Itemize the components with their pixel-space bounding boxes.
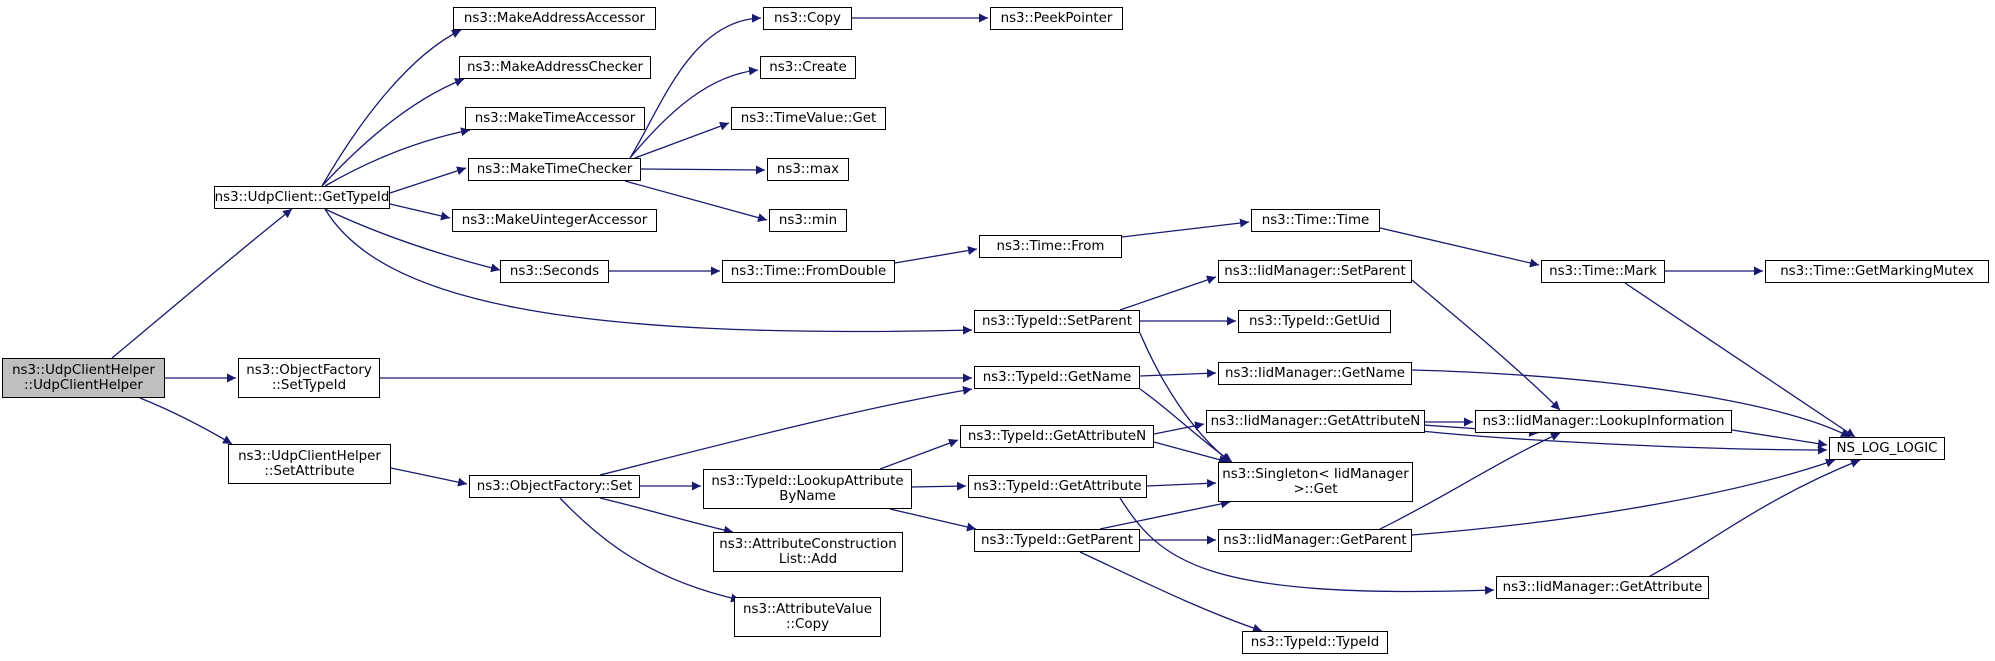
- call-edge: [324, 208, 973, 335]
- node-timevalue-get[interactable]: ns3::TimeValue::Get: [731, 107, 886, 130]
- node-udpclient-gettypeid[interactable]: ns3::UdpClient::GetTypeId: [214, 186, 390, 209]
- node-typeid-setparent[interactable]: ns3::TypeId::SetParent: [974, 310, 1140, 333]
- node-iidmanager-getattributen[interactable]: ns3::IidManager::GetAttributeN: [1206, 410, 1425, 433]
- node-maketimeaccessor[interactable]: ns3::MakeTimeAccessor: [465, 107, 645, 130]
- node-typeid-lookupattributebyname[interactable]: ns3::TypeId::LookupAttribute ByName: [703, 469, 912, 509]
- node-create[interactable]: ns3::Create: [760, 56, 856, 79]
- call-edge: [1731, 429, 1828, 449]
- node-attributeconstructionlist-add[interactable]: ns3::AttributeConstruction List::Add: [713, 532, 903, 572]
- call-edge: [640, 165, 766, 175]
- call-edge: [629, 13, 762, 159]
- call-edge: [390, 467, 468, 487]
- call-edge: [894, 246, 978, 264]
- call-edge: [111, 208, 293, 359]
- node-typeid-getattribute[interactable]: ns3::TypeId::GetAttribute: [968, 475, 1147, 498]
- node-makeuintegeraccessor[interactable]: ns3::MakeUintegerAccessor: [452, 209, 657, 232]
- call-edge: [629, 66, 759, 159]
- node-iidmanager-getattribute[interactable]: ns3::IidManager::GetAttribute: [1496, 576, 1709, 599]
- call-edge: [1119, 275, 1217, 311]
- call-edge: [324, 208, 501, 273]
- node-iidmanager-getname[interactable]: ns3::IidManager::GetName: [1218, 362, 1412, 385]
- call-edge: [634, 121, 730, 159]
- call-edge: [599, 497, 734, 535]
- call-edge: [324, 127, 471, 187]
- node-max[interactable]: ns3::max: [767, 158, 849, 181]
- node-min[interactable]: ns3::min: [769, 209, 847, 232]
- node-iidmanager-getparent[interactable]: ns3::IidManager::GetParent: [1218, 529, 1412, 552]
- node-singleton-iidmanager-get[interactable]: ns3::Singleton< IidManager >::Get: [1218, 462, 1413, 502]
- call-edge: [1153, 421, 1205, 435]
- node-typeid-getuid[interactable]: ns3::TypeId::GetUid: [1238, 310, 1391, 333]
- node-time-time[interactable]: ns3::Time::Time: [1251, 209, 1380, 232]
- call-edge: [321, 78, 465, 187]
- call-edge: [1411, 369, 1851, 438]
- node-time-from[interactable]: ns3::Time::From: [979, 235, 1122, 258]
- node-typeid-getname[interactable]: ns3::TypeId::GetName: [974, 366, 1140, 389]
- node-typeid-getattributen[interactable]: ns3::TypeId::GetAttributeN: [960, 425, 1154, 448]
- call-edge: [1411, 458, 1836, 536]
- node-time-getmarkingmutex[interactable]: ns3::Time::GetMarkingMutex: [1765, 260, 1989, 283]
- node-objectfactory-set[interactable]: ns3::ObjectFactory::Set: [469, 475, 640, 498]
- call-edge: [389, 166, 467, 194]
- call-edge: [1153, 441, 1229, 464]
- call-edge: [1411, 429, 1828, 455]
- node-udpclienthelper-constructor: ns3::UdpClientHelper ::UdpClientHelper: [2, 358, 165, 398]
- node-iidmanager-lookupinformation[interactable]: ns3::IidManager::LookupInformation: [1475, 410, 1732, 433]
- call-edge: [599, 386, 973, 476]
- call-edge: [1379, 432, 1561, 530]
- call-edge: [1119, 497, 1495, 595]
- call-edge: [624, 180, 768, 222]
- call-edge: [1079, 551, 1263, 633]
- call-edge: [889, 508, 977, 532]
- node-udpclienthelper-setattribute[interactable]: ns3::UdpClientHelper ::SetAttribute: [228, 444, 391, 484]
- call-edge: [879, 438, 959, 470]
- node-time-fromdouble[interactable]: ns3::Time::FromDouble: [722, 260, 895, 283]
- call-edge: [559, 497, 741, 603]
- node-objectfactory-settypeid[interactable]: ns3::ObjectFactory ::SetTypeId: [238, 358, 380, 398]
- call-edge: [1146, 478, 1217, 488]
- node-maketimechecker[interactable]: ns3::MakeTimeChecker: [468, 158, 641, 181]
- node-makeaddresschecker[interactable]: ns3::MakeAddressChecker: [459, 56, 651, 79]
- node-makeaddressaccessor[interactable]: ns3::MakeAddressAccessor: [453, 7, 656, 30]
- call-edge: [389, 203, 451, 221]
- call-edge: [139, 397, 233, 445]
- node-peekpointer[interactable]: ns3::PeekPointer: [990, 7, 1123, 30]
- node-typeid-getparent[interactable]: ns3::TypeId::GetParent: [974, 529, 1140, 552]
- call-edge: [1411, 279, 1561, 411]
- node-time-mark[interactable]: ns3::Time::Mark: [1541, 260, 1665, 283]
- call-edge: [321, 29, 462, 187]
- call-edge: [1649, 459, 1861, 577]
- node-copy[interactable]: ns3::Copy: [763, 7, 852, 30]
- call-edge: [911, 481, 967, 491]
- call-edge: [1099, 499, 1231, 530]
- call-edge: [1139, 332, 1231, 463]
- node-seconds[interactable]: ns3::Seconds: [500, 260, 609, 283]
- node-ns-log-logic[interactable]: NS_LOG_LOGIC: [1829, 437, 1945, 460]
- call-edge: [1121, 218, 1250, 238]
- node-iidmanager-setparent[interactable]: ns3::IidManager::SetParent: [1218, 260, 1412, 283]
- node-typeid-typeid[interactable]: ns3::TypeId::TypeId: [1242, 631, 1388, 654]
- node-attributevalue-copy[interactable]: ns3::AttributeValue ::Copy: [734, 597, 881, 637]
- call-edge: [1139, 368, 1217, 378]
- call-edge: [1624, 282, 1856, 438]
- call-edge: [1379, 227, 1540, 268]
